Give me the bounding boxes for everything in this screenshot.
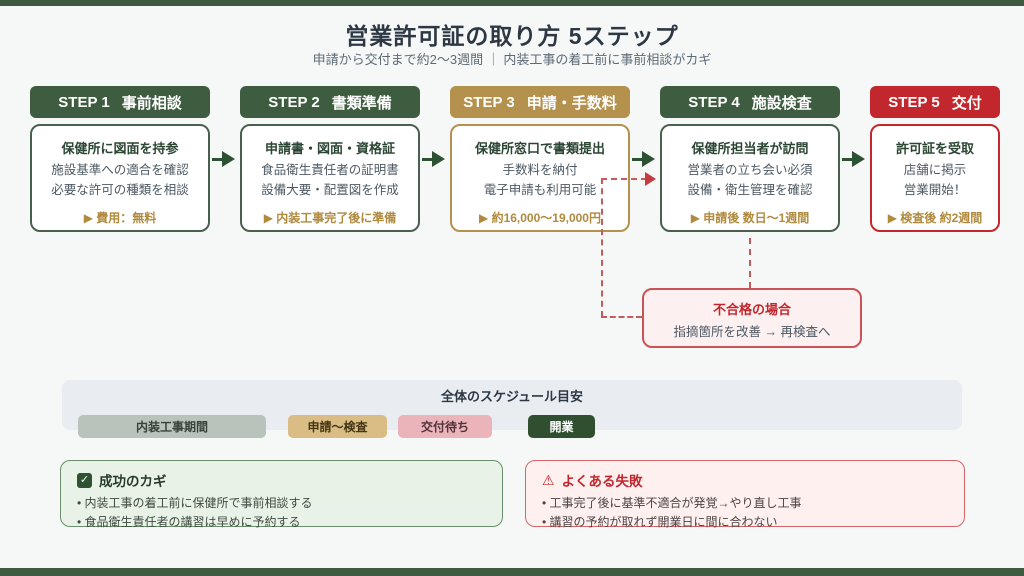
step-4-line: 設備・衛生管理を確認 [687, 183, 813, 198]
common-failures-box: ⚠ よくある失敗 工事完了後に基準不適合が発覚→やり直し工事 講習の予約が取れず… [525, 460, 965, 529]
success-tips-list: 内装工事の着工前に保健所で事前相談する 食品衛生責任者の講習は早めに予約する [77, 494, 486, 531]
step-1-line: 必要な許可の種類を相談 [51, 183, 189, 198]
step-2-line: 設備大要・配置図を作成 [261, 183, 399, 198]
flow-arrow-icon [842, 151, 866, 167]
step-5-label: STEP 5 [888, 93, 940, 111]
fail-connector-line [749, 238, 751, 288]
step-5-line: 営業開始！ [903, 183, 967, 198]
step-5-note: ▶ 検査後 約2週間 [887, 210, 983, 225]
step-3-label: STEP 3 [463, 93, 515, 111]
page-title: 営業許可証の取り方 5ステップ [345, 23, 679, 49]
step-2-line: 食品衛生責任者の証明書 [261, 163, 399, 177]
step-5-header: STEP 5 交付 [870, 86, 1000, 118]
fail-case-box: 不合格の場合 指摘箇所を改善 → 再検査へ [642, 288, 862, 348]
schedule-title: 全体のスケジュール目安 [440, 389, 584, 404]
flow-arrow-icon [422, 151, 446, 167]
bottom-accent-bar [0, 568, 1024, 576]
step-3-line: 手数料を納付 [502, 163, 578, 177]
timeline-bar-application: 申請〜検査 [288, 415, 387, 438]
step-2-header: STEP 2 書類準備 [240, 86, 420, 118]
step-4-header: STEP 4 施設検査 [660, 86, 840, 118]
step-1-card: 保健所に図面を持参 施設基準への適合を確認 必要な許可の種類を相談 ▶ 費用：無… [30, 124, 210, 232]
success-tips-header: ✓ 成功のカギ [77, 470, 486, 490]
step-2-column: STEP 2 書類準備 申請書・図面・資格証 食品衛生責任者の証明書 設備大要・… [240, 86, 420, 232]
step-2-name: 書類準備 [331, 94, 392, 112]
page-subtitle: 申請から交付まで約2〜3週間 ｜ 内装工事の着工前に事前相談がカギ [312, 52, 712, 67]
step-5-lead: 許可証を受取 [895, 141, 974, 156]
step-1-line: 施設基準への適合を確認 [51, 163, 189, 177]
success-tips-box: ✓ 成功のカギ 内装工事の着工前に保健所で事前相談する 食品衛生責任者の講習は早… [60, 460, 503, 529]
step-5-line: 店舗に掲示 [903, 163, 967, 177]
warning-icon: ⚠ [542, 471, 555, 488]
step-1-name: 事前相談 [121, 94, 182, 112]
step-4-line: 営業者の立ち会い必須 [687, 163, 813, 177]
retry-arrow-icon [645, 172, 656, 186]
step-2-label: STEP 2 [268, 93, 320, 111]
flow-arrow-icon [212, 151, 236, 167]
fail-case-body: 指摘箇所を改善 → 再検査へ [673, 325, 831, 339]
success-tip-item: 食品衛生責任者の講習は早めに予約する [77, 513, 486, 532]
step-1-header: STEP 1 事前相談 [30, 86, 210, 118]
common-failure-item: 講習の予約が取れず開業日に間に合わない [542, 513, 948, 532]
step-5-name: 交付 [951, 94, 982, 112]
step-2-note: ▶ 内装工事完了後に準備 [263, 210, 397, 225]
step-2-card: 申請書・図面・資格証 食品衛生責任者の証明書 設備大要・配置図を作成 ▶ 内装工… [240, 124, 420, 232]
top-accent-bar [0, 0, 1024, 6]
flow-arrow-icon [632, 151, 656, 167]
step-4-label: STEP 4 [688, 93, 740, 111]
retry-connector-line [601, 178, 647, 180]
check-icon: ✓ [77, 472, 92, 488]
step-3-line: 電子申請も利用可能 [483, 183, 597, 198]
step-1-column: STEP 1 事前相談 保健所に図面を持参 施設基準への適合を確認 必要な許可の… [30, 86, 210, 232]
step-4-card: 保健所担当者が訪問 営業者の立ち会い必須 設備・衛生管理を確認 ▶ 申請後 数日… [660, 124, 840, 232]
step-3-card: 保健所窓口で書類提出 手数料を納付 電子申請も利用可能 ▶ 約16,000〜19… [450, 124, 630, 232]
step-3-note: ▶ 約16,000〜19,000円 [479, 210, 601, 225]
step-4-column: STEP 4 施設検査 保健所担当者が訪問 営業者の立ち会い必須 設備・衛生管理… [660, 86, 840, 232]
timeline-bar-construction: 内装工事期間 [78, 415, 266, 438]
step-3-name: 申請・手数料 [526, 94, 617, 112]
step-5-card: 許可証を受取 店舗に掲示 営業開始！ ▶ 検査後 約2週間 [870, 124, 1000, 232]
timeline-bar-waiting: 交付待ち [398, 415, 492, 438]
timeline-bar-opening: 開業 [528, 415, 595, 438]
common-failure-item: 工事完了後に基準不適合が発覚→やり直し工事 [542, 494, 948, 513]
step-4-name: 施設検査 [751, 94, 812, 112]
step-2-lead: 申請書・図面・資格証 [264, 141, 395, 156]
step-1-note: ▶ 費用：無料 [83, 210, 157, 225]
success-tips-title: 成功のカギ [99, 474, 167, 489]
common-failures-list: 工事完了後に基準不適合が発覚→やり直し工事 講習の予約が取れず開業日に間に合わな… [542, 494, 948, 531]
fail-case-title: 不合格の場合 [712, 302, 791, 317]
common-failures-header: ⚠ よくある失敗 [542, 470, 948, 490]
step-3-lead: 保健所窓口で書類提出 [474, 141, 605, 156]
retry-connector-line [601, 178, 603, 317]
step-4-note: ▶ 申請後 数日〜1週間 [690, 210, 810, 225]
step-5-column: STEP 5 交付 許可証を受取 店舗に掲示 営業開始！ ▶ 検査後 約2週間 [870, 86, 1000, 232]
step-4-lead: 保健所担当者が訪問 [691, 141, 809, 156]
step-1-lead: 保健所に図面を持参 [61, 141, 179, 156]
common-failures-title: よくある失敗 [561, 474, 643, 489]
retry-connector-line [601, 316, 642, 318]
success-tip-item: 内装工事の着工前に保健所で事前相談する [77, 494, 486, 513]
step-1-label: STEP 1 [58, 93, 110, 111]
step-3-column: STEP 3 申請・手数料 保健所窓口で書類提出 手数料を納付 電子申請も利用可… [450, 86, 630, 232]
step-3-header: STEP 3 申請・手数料 [450, 86, 630, 118]
